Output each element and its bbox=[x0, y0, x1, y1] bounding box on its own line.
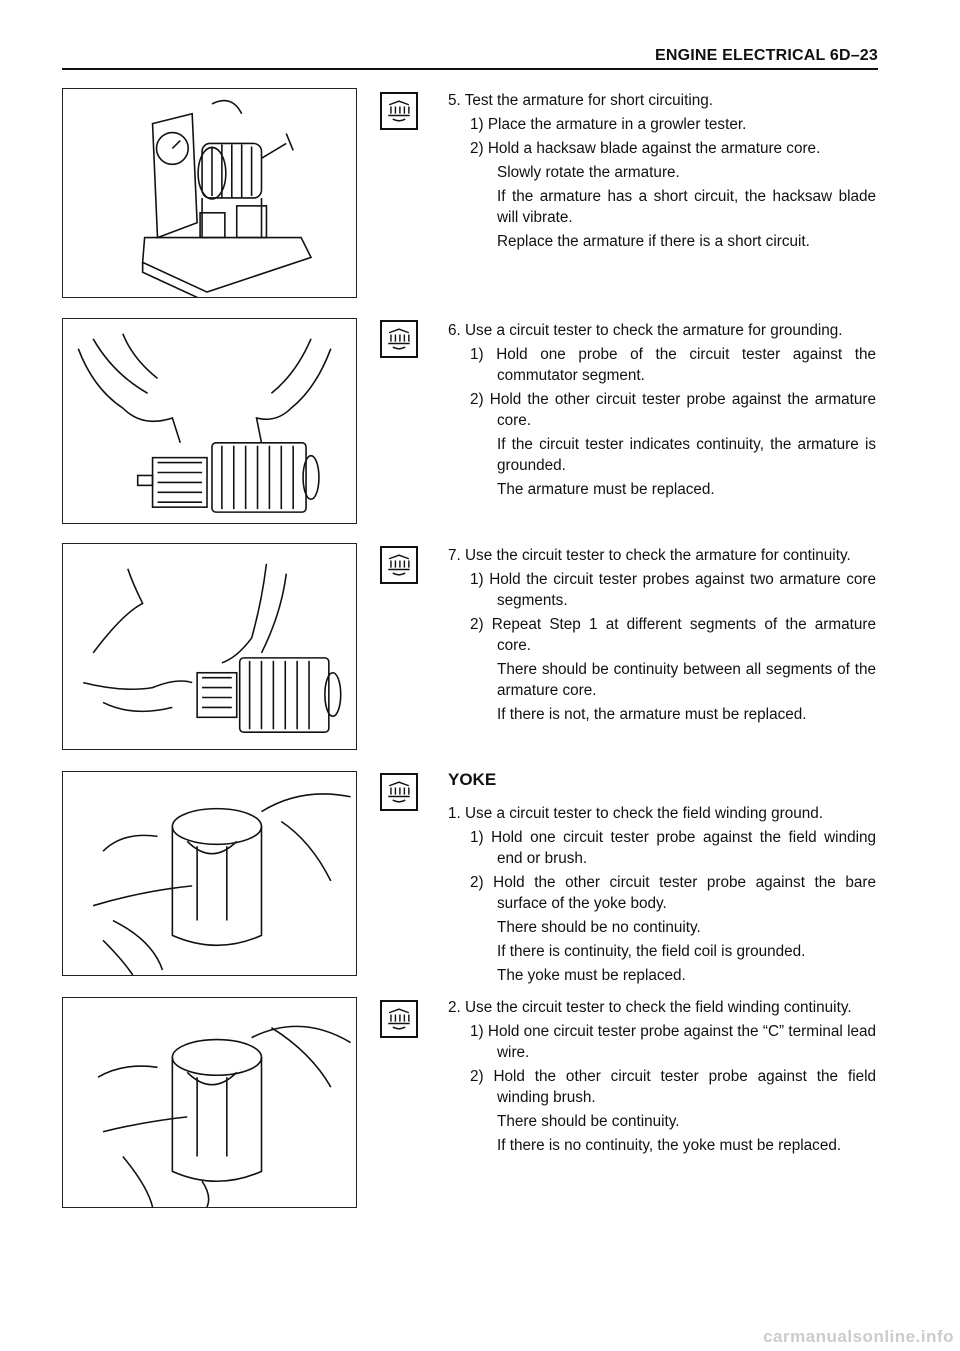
step-note: There should be continuity between all s… bbox=[497, 661, 876, 699]
sub-step: 2) Repeat Step 1 at different segments o… bbox=[470, 616, 876, 654]
section-armature-ground-test: 6. Use a circuit tester to check the arm… bbox=[448, 320, 876, 503]
page-header: ENGINE ELECTRICAL 6D–23 bbox=[0, 0, 960, 70]
armature-continuity-test-illustration bbox=[62, 543, 357, 750]
step-note: If the armature has a short circuit, the… bbox=[497, 188, 876, 226]
sub-step: 2) Hold the other circuit tester probe a… bbox=[470, 1068, 876, 1106]
header-rule bbox=[62, 68, 878, 70]
inspect-book-icon bbox=[380, 320, 418, 358]
footer-watermark: carmanualsonline.info bbox=[763, 1327, 954, 1346]
sub-step: 1) Hold one circuit tester probe against… bbox=[470, 1023, 876, 1061]
yoke-ground-test-illustration bbox=[62, 771, 357, 976]
step-note: Replace the armature if there is a short… bbox=[497, 233, 810, 250]
section-armature-short-test: 5. Test the armature for short circuitin… bbox=[448, 90, 876, 255]
page-title: ENGINE ELECTRICAL 6D–23 bbox=[654, 47, 878, 64]
step-note: If the circuit tester indicates continui… bbox=[497, 436, 876, 474]
step-note: The yoke must be replaced. bbox=[497, 967, 686, 984]
sub-step: 1) Hold one probe of the circuit tester … bbox=[470, 346, 876, 384]
sub-step: 2) Hold a hacksaw blade against the arma… bbox=[470, 140, 821, 157]
step-note: The armature must be replaced. bbox=[497, 481, 715, 498]
sub-step: 2) Hold the other circuit tester probe a… bbox=[470, 874, 876, 912]
sub-step: 1) Place the armature in a growler teste… bbox=[470, 116, 747, 133]
inspect-book-icon bbox=[380, 773, 418, 811]
yoke-continuity-test-illustration bbox=[62, 997, 357, 1208]
section-armature-continuity-test: 7. Use the circuit tester to check the a… bbox=[448, 545, 876, 728]
step-note: There should be continuity. bbox=[497, 1113, 680, 1130]
step-heading: 7. Use the circuit tester to check the a… bbox=[448, 547, 851, 564]
sub-step: 1) Hold the circuit tester probes agains… bbox=[470, 571, 876, 609]
step-note: Slowly rotate the armature. bbox=[497, 164, 680, 181]
section-yoke-continuity-test: 2. Use the circuit tester to check the f… bbox=[448, 997, 876, 1159]
inspect-book-icon bbox=[380, 92, 418, 130]
step-note: If there is no continuity, the yoke must… bbox=[497, 1137, 842, 1154]
section-yoke-ground-test: 1. Use a circuit tester to check the fie… bbox=[448, 803, 876, 989]
armature-grounding-test-illustration bbox=[62, 318, 357, 524]
step-note: If there is continuity, the field coil i… bbox=[497, 943, 806, 960]
section-title-yoke: YOKE bbox=[448, 770, 497, 789]
growler-tester-illustration bbox=[62, 88, 357, 298]
step-heading: 1. Use a circuit tester to check the fie… bbox=[448, 805, 823, 822]
inspect-book-icon bbox=[380, 1000, 418, 1038]
step-heading: 5. Test the armature for short circuitin… bbox=[448, 92, 713, 109]
sub-step: 1) Hold one circuit tester probe against… bbox=[470, 829, 876, 867]
step-heading: 2. Use the circuit tester to check the f… bbox=[448, 999, 852, 1016]
step-heading: 6. Use a circuit tester to check the arm… bbox=[448, 322, 843, 339]
step-note: If there is not, the armature must be re… bbox=[497, 706, 807, 723]
sub-step: 2) Hold the other circuit tester probe a… bbox=[470, 391, 876, 429]
inspect-book-icon bbox=[380, 546, 418, 584]
step-note: There should be no continuity. bbox=[497, 919, 701, 936]
